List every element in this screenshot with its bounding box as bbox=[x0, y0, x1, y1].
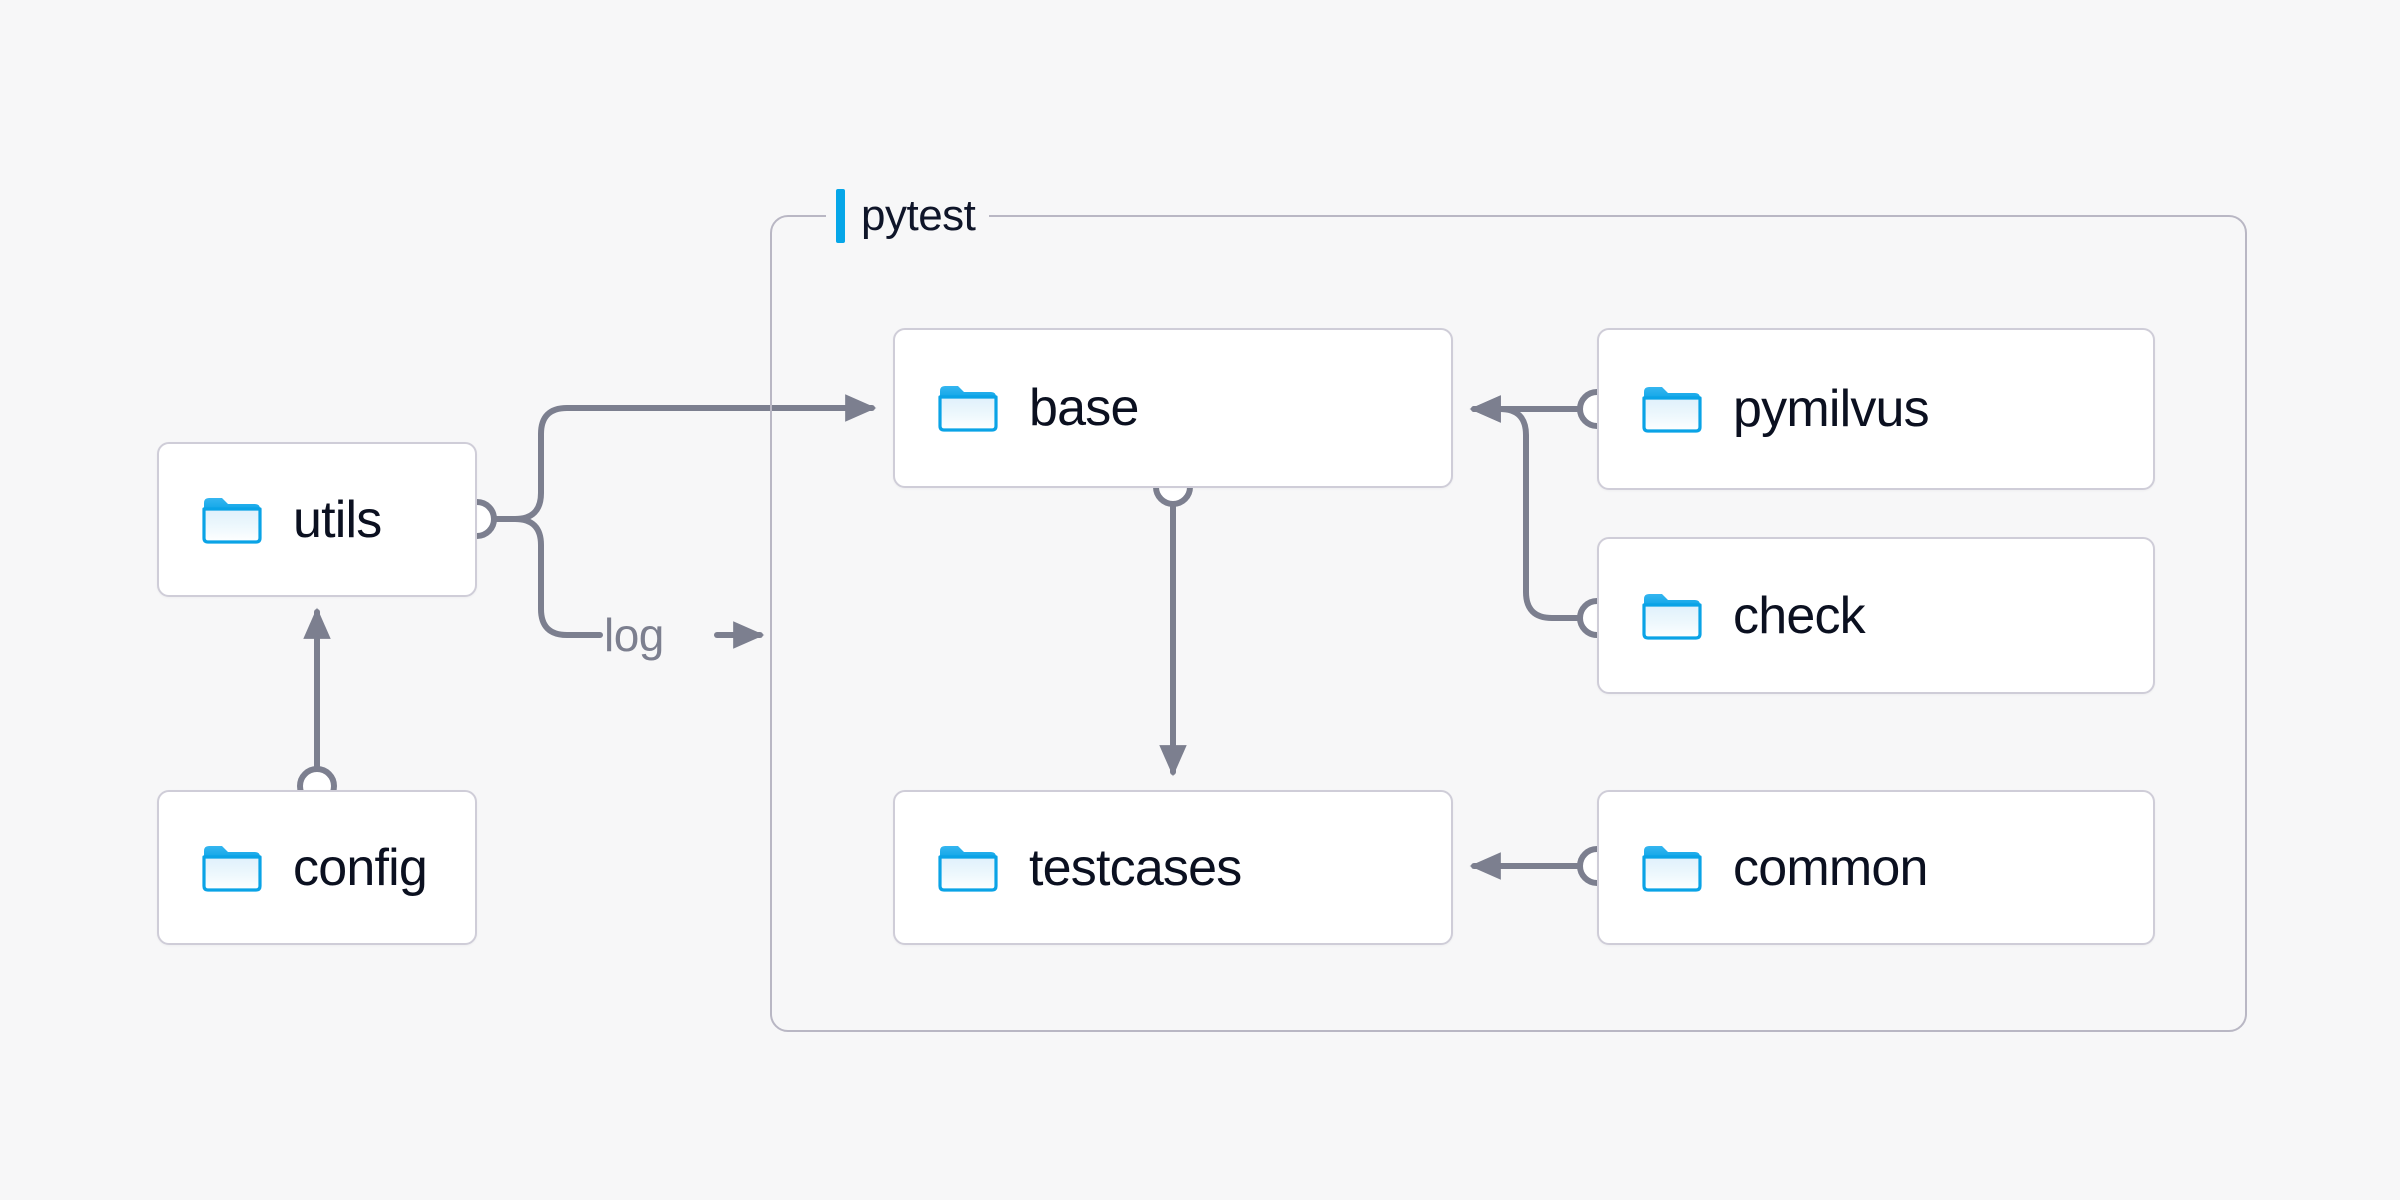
node-label: check bbox=[1733, 586, 1866, 645]
node-config[interactable]: config bbox=[157, 790, 477, 945]
folder-icon bbox=[202, 497, 262, 544]
node-label: testcases bbox=[1029, 838, 1242, 897]
edge-label-log: log bbox=[604, 609, 664, 661]
node-pymilvus[interactable]: pymilvus bbox=[1597, 328, 2155, 490]
group-accent-bar bbox=[836, 189, 845, 243]
node-testcases[interactable]: testcases bbox=[893, 790, 1453, 945]
node-label: config bbox=[293, 838, 428, 897]
node-label: pymilvus bbox=[1733, 380, 1930, 438]
node-check[interactable]: check bbox=[1597, 537, 2155, 694]
group-pytest bbox=[770, 215, 2247, 1032]
group-pytest-label: pytest bbox=[826, 188, 990, 244]
folder-icon bbox=[1642, 593, 1702, 640]
node-common[interactable]: common bbox=[1597, 790, 2155, 945]
node-label: common bbox=[1733, 838, 1928, 897]
folder-icon bbox=[938, 845, 998, 892]
node-utils[interactable]: utils bbox=[157, 442, 477, 597]
node-label: base bbox=[1029, 379, 1139, 437]
folder-icon bbox=[1642, 845, 1702, 892]
folder-icon bbox=[938, 386, 998, 432]
folder-icon bbox=[1642, 387, 1702, 433]
folder-icon bbox=[202, 845, 262, 892]
edge-config-utils bbox=[297, 607, 337, 806]
node-base[interactable]: base bbox=[893, 328, 1453, 488]
node-label: utils bbox=[293, 490, 382, 549]
group-title: pytest bbox=[861, 191, 976, 240]
